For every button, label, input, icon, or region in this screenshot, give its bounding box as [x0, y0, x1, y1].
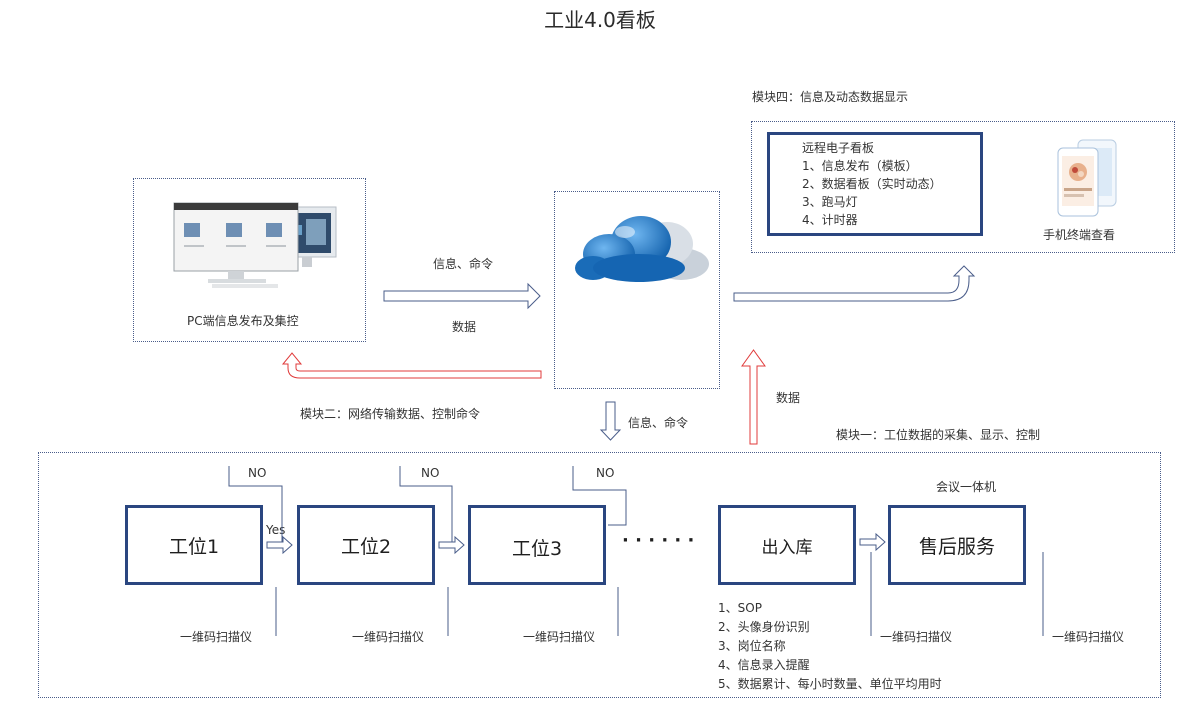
- remote-board-item: 1、信息发布（模板）: [802, 159, 918, 173]
- scanner-label: 一维码扫描仪: [523, 630, 596, 644]
- module4-label: 模块四：信息及动态数据显示: [752, 90, 909, 104]
- mobile-label: 手机终端查看: [1043, 228, 1116, 242]
- feature-item: 3、岗位名称: [718, 639, 786, 653]
- ellipsis: · · · · · ·: [622, 530, 695, 551]
- arrow-cloud-to-mobile: [733, 265, 976, 302]
- module1-container: [38, 452, 1161, 698]
- meeting-label: 会议一体机: [936, 480, 997, 494]
- remote-board-box: 远程电子看板 1、信息发布（模板） 2、数据看板（实时动态） 3、跑马灯 4、计…: [767, 132, 983, 236]
- remote-board-item: 2、数据看板（实时动态）: [802, 177, 942, 191]
- feature-item: 1、SOP: [718, 601, 762, 615]
- arrow-label-up-to-cloud: 数据: [776, 391, 801, 405]
- pc-container: [133, 178, 366, 342]
- arrow-cloud-down: [599, 401, 622, 441]
- page-title: 工业4.0看板: [544, 8, 656, 32]
- station-3: 工位3: [468, 505, 606, 585]
- no-label: NO: [421, 466, 440, 480]
- arrow-warehouse-to-after-sales: [859, 532, 886, 552]
- arrow-label-pc-to-cloud-bottom: 数据: [452, 320, 477, 334]
- arrow-yes: [266, 535, 293, 555]
- cloud-container: [554, 191, 720, 389]
- no-loop-2: [399, 466, 453, 542]
- scanner-label: 一维码扫描仪: [352, 630, 425, 644]
- cloud-icon: [575, 216, 709, 282]
- feature-item: 2、头像身份识别: [718, 620, 810, 634]
- feature-item: 4、信息录入提醒: [718, 658, 810, 672]
- yes-label: Yes: [266, 523, 286, 537]
- no-loop-1: [228, 466, 283, 542]
- arrow-label-cloud-down: 信息、命令: [628, 416, 689, 430]
- station-1: 工位1: [125, 505, 263, 585]
- remote-board-title: 远程电子看板: [802, 141, 875, 155]
- mobile-phones-image: [1057, 139, 1117, 217]
- arrow-pc-to-cloud: [383, 282, 541, 310]
- station-2: 工位2: [297, 505, 435, 585]
- feature-item: 5、数据累计、每小时数量、单位平均用时: [718, 677, 942, 691]
- module2-label: 模块二：网络传输数据、控制命令: [300, 407, 481, 421]
- no-loop-3: [572, 466, 627, 526]
- remote-board-item: 4、计时器: [802, 213, 858, 227]
- arrow-station2-to-3: [438, 535, 465, 555]
- module1-label: 模块一：工位数据的采集、显示、控制: [836, 428, 1041, 442]
- scanner-label: 一维码扫描仪: [880, 630, 953, 644]
- arrow-up-to-cloud: [741, 349, 766, 445]
- station-after-sales: 售后服务: [888, 505, 1026, 585]
- arrow-cloud-to-pc: [281, 352, 542, 379]
- no-label: NO: [248, 466, 267, 480]
- scanner-label: 一维码扫描仪: [180, 630, 253, 644]
- scanner-label: 一维码扫描仪: [1052, 630, 1125, 644]
- remote-board-item: 3、跑马灯: [802, 195, 858, 209]
- arrow-label-pc-to-cloud-top: 信息、命令: [433, 257, 494, 271]
- pc-monitors-image: [173, 202, 337, 288]
- station-warehouse: 出入库: [718, 505, 856, 585]
- module4-container: [751, 121, 1175, 253]
- no-label: NO: [596, 466, 615, 480]
- pc-label: PC端信息发布及集控: [187, 314, 299, 328]
